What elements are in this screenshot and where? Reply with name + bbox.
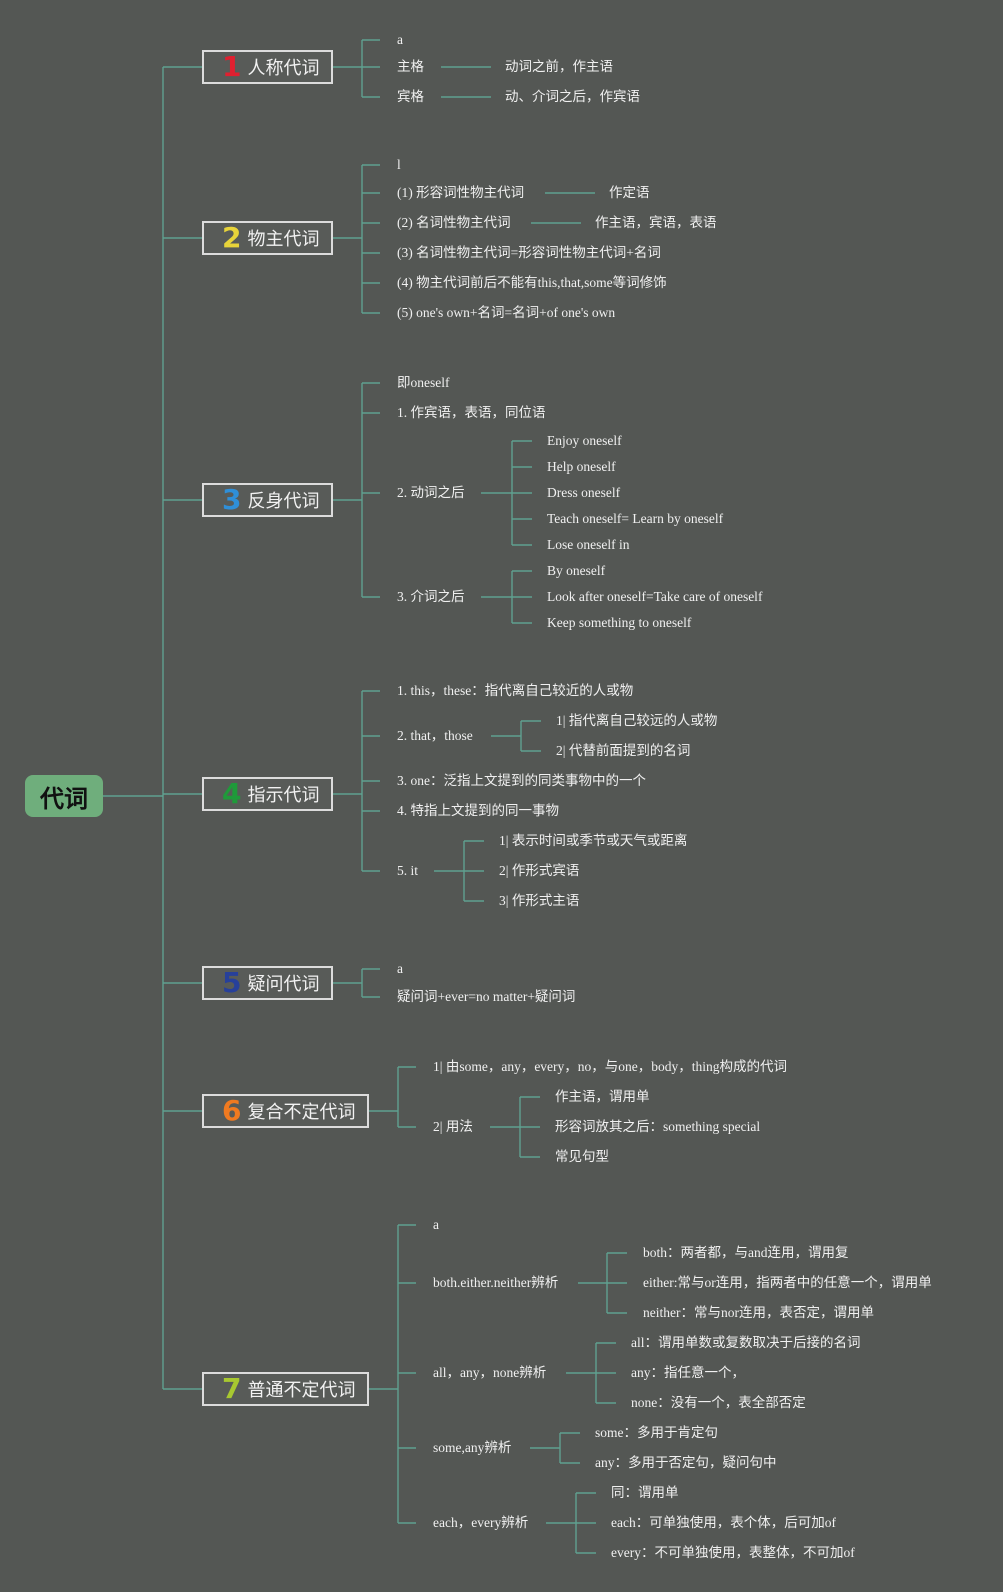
- b3-item-3[interactable]: 2. 动词之后: [397, 485, 465, 500]
- b5-item-2[interactable]: 疑问词+ever=no matter+疑问词: [397, 989, 576, 1004]
- branch-2-number: 2: [222, 221, 242, 254]
- b6-item-2-child-3[interactable]: 常见句型: [555, 1149, 609, 1164]
- b6-item-2-child-2[interactable]: 形容词放其之后：something special: [555, 1119, 761, 1134]
- b2-item-3[interactable]: (2) 名词性物主代词: [397, 215, 511, 230]
- b2-item-4[interactable]: (3) 名词性物主代词=形容词性物主代词+名词: [397, 245, 661, 260]
- b1-item-3[interactable]: 宾格: [397, 89, 424, 104]
- branch-2-title: 物主代词: [247, 229, 320, 250]
- b3-item-3-child-5[interactable]: Lose oneself in: [547, 537, 630, 552]
- b3-item-1[interactable]: 即oneself: [397, 375, 450, 390]
- b7-item-5[interactable]: each，every辨析: [433, 1515, 529, 1530]
- b4-item-5-child-2[interactable]: 2| 作形式宾语: [499, 863, 580, 878]
- b7-item-3-child-1[interactable]: all：谓用单数或复数取决于后接的名词: [631, 1335, 861, 1350]
- b3-item-4-child-1[interactable]: By oneself: [547, 563, 606, 578]
- branch-3-number: 3: [222, 483, 242, 516]
- b7-item-2-child-1[interactable]: both：两者都，与and连用，谓用复: [643, 1245, 849, 1260]
- b3-item-3-child-2[interactable]: Help oneself: [547, 459, 616, 474]
- b6-item-2[interactable]: 2| 用法: [433, 1119, 473, 1134]
- b7-item-5-child-1[interactable]: 同：谓用单: [611, 1485, 679, 1500]
- b2-item-2-note[interactable]: 作定语: [609, 185, 650, 200]
- b4-item-1[interactable]: 1. this，these：指代离自己较近的人或物: [397, 683, 634, 698]
- branch-1-number: 1: [222, 50, 242, 83]
- b3-item-3-child-1[interactable]: Enjoy oneself: [547, 433, 622, 448]
- b4-item-3[interactable]: 3. one：泛指上文提到的同类事物中的一个: [397, 773, 646, 788]
- b1-item-1[interactable]: a: [397, 32, 403, 47]
- b2-item-2[interactable]: (1) 形容词性物主代词: [397, 185, 525, 200]
- b6-item-2-child-1[interactable]: 作主语，谓用单: [555, 1089, 650, 1104]
- b1-item-3-note[interactable]: 动、介词之后，作宾语: [505, 89, 640, 104]
- branch-5-title: 疑问代词: [247, 974, 320, 995]
- b4-item-5-child-1[interactable]: 1| 表示时间或季节或天气或距离: [499, 833, 688, 848]
- b7-item-3-child-2[interactable]: any：指任意一个，: [631, 1365, 745, 1380]
- b2-item-3-note[interactable]: 作主语，宾语，表语: [595, 215, 717, 230]
- b3-item-3-child-3[interactable]: Dress oneself: [547, 485, 621, 500]
- b2-item-5[interactable]: (4) 物主代词前后不能有this,that,some等词修饰: [397, 275, 667, 290]
- b7-item-3[interactable]: all，any，none辨析: [433, 1365, 547, 1380]
- branch-7-title: 普通不定代词: [247, 1380, 356, 1401]
- root-topic[interactable]: 代词: [25, 775, 103, 817]
- b7-item-5-child-3[interactable]: every：不可单独使用，表整体，不可加of: [611, 1545, 855, 1560]
- b7-item-1[interactable]: a: [433, 1217, 439, 1232]
- b7-item-2-child-3[interactable]: neither：常与nor连用，表否定，谓用单: [643, 1305, 874, 1320]
- b3-item-4[interactable]: 3. 介词之后: [397, 589, 465, 604]
- b2-item-1[interactable]: l: [397, 157, 401, 172]
- b7-item-2-child-2[interactable]: either:常与or连用，指两者中的任意一个，谓用单: [643, 1275, 932, 1290]
- b4-item-5[interactable]: 5. it: [397, 863, 419, 878]
- b1-item-2[interactable]: 主格: [397, 59, 424, 74]
- b3-item-2[interactable]: 1. 作宾语，表语，同位语: [397, 405, 546, 420]
- b2-item-6[interactable]: (5) one's own+名词=名词+of one's own: [397, 305, 616, 320]
- b1-item-2-note[interactable]: 动词之前，作主语: [505, 59, 613, 74]
- branch-4-number: 4: [222, 777, 242, 810]
- b7-item-4[interactable]: some,any辨析: [433, 1440, 512, 1455]
- branch-6-number: 6: [222, 1094, 242, 1127]
- b3-item-3-child-4[interactable]: Teach oneself= Learn by oneself: [547, 511, 724, 526]
- b6-item-1[interactable]: 1| 由some，any，every，no，与one，body，thing构成的…: [433, 1059, 788, 1074]
- b7-item-3-child-3[interactable]: none：没有一个，表全部否定: [631, 1395, 806, 1410]
- b5-item-1[interactable]: a: [397, 961, 403, 976]
- branch-3-title: 反身代词: [247, 491, 320, 512]
- branch-5-number: 5: [222, 966, 242, 999]
- b4-item-2-child-2[interactable]: 2| 代替前面提到的名词: [556, 743, 691, 758]
- b4-item-4[interactable]: 4. 特指上文提到的同一事物: [397, 803, 559, 818]
- b4-item-2[interactable]: 2. that，those: [397, 728, 473, 743]
- b4-item-2-child-1[interactable]: 1| 指代离自己较远的人或物: [556, 713, 718, 728]
- b7-item-4-child-1[interactable]: some：多用于肯定句: [595, 1425, 718, 1440]
- b3-item-4-child-2[interactable]: Look after oneself=Take care of oneself: [547, 589, 763, 604]
- b3-item-4-child-3[interactable]: Keep something to oneself: [547, 615, 692, 630]
- branch-1-title: 人称代词: [247, 58, 320, 79]
- b4-item-5-child-3[interactable]: 3| 作形式主语: [499, 893, 580, 908]
- branch-4-title: 指示代词: [247, 785, 320, 806]
- b7-item-2[interactable]: both.either.neither辨析: [433, 1275, 559, 1290]
- branch-6-title: 复合不定代词: [247, 1102, 356, 1123]
- branch-7-number: 7: [222, 1372, 242, 1405]
- b7-item-5-child-2[interactable]: each：可单独使用，表个体，后可加of: [611, 1515, 836, 1530]
- b7-item-4-child-2[interactable]: any：多用于否定句，疑问句中: [595, 1455, 777, 1470]
